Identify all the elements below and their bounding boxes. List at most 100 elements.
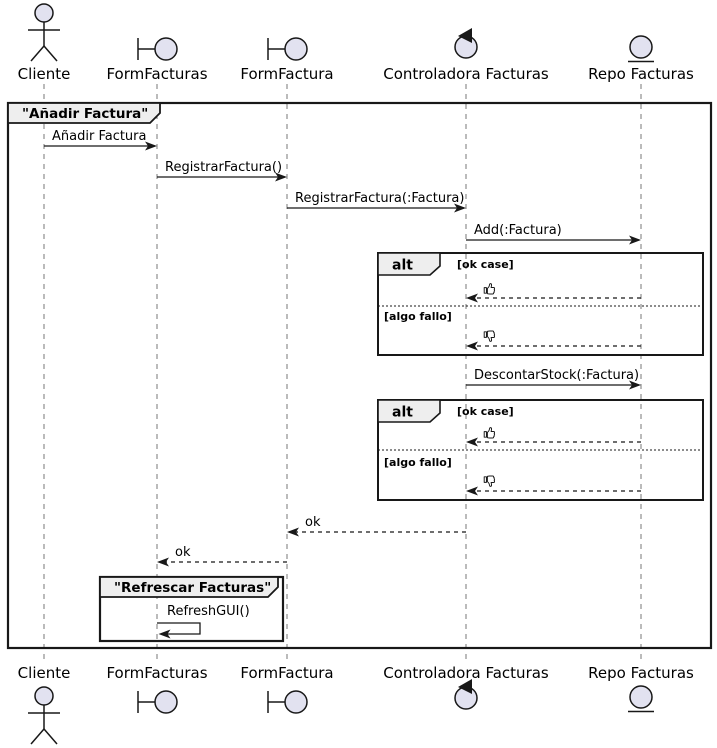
message-11: ok <box>157 545 287 567</box>
thumbs-down-icon <box>483 475 496 487</box>
message-label: ok <box>175 545 191 560</box>
entity-icon <box>628 685 654 713</box>
arrowhead-icon <box>275 172 287 182</box>
participant-label-form-facturas: FormFacturas <box>106 664 207 682</box>
arrowhead-icon <box>629 235 641 245</box>
control-arrow <box>458 679 472 694</box>
participant-bottom-cliente: Cliente <box>18 664 71 745</box>
message-8 <box>466 427 641 447</box>
boundary-icon <box>137 37 178 61</box>
arrowhead-icon <box>466 293 478 303</box>
boundary-circle <box>284 690 308 714</box>
thumbs-up-path <box>483 283 496 295</box>
boundary-circle <box>284 37 308 61</box>
message-9 <box>466 475 641 496</box>
frame-anadir-factura: "Añadir Factura" <box>6 101 713 650</box>
frame-border <box>6 101 713 650</box>
participant-label-cliente: Cliente <box>18 65 71 83</box>
frame-title: "Añadir Factura" <box>22 106 148 122</box>
participant-bottom-form-facturas: FormFacturas <box>106 664 208 714</box>
guard-label: [algo fallo] <box>384 456 452 469</box>
guard-label: [ok case] <box>457 405 514 418</box>
message-3: RegistrarFactura(:Factura) <box>287 191 466 213</box>
arrowhead-icon <box>158 629 171 639</box>
participant-label-form-facturas: FormFacturas <box>106 65 207 83</box>
participant-bottom-repo-facturas: Repo Facturas <box>588 664 694 713</box>
arrowhead-icon <box>454 203 466 213</box>
message-7: DescontarStock(:Factura) <box>466 368 641 390</box>
entity-icon <box>628 35 654 63</box>
message-label: Add(:Factura) <box>474 223 562 238</box>
frame-title-tab <box>99 576 279 598</box>
actor-leg-left <box>30 728 45 745</box>
boundary-icon <box>267 690 308 714</box>
message-4: Add(:Factura) <box>466 223 641 245</box>
control-arrow <box>458 28 472 43</box>
fragment-operator-tab <box>377 252 441 276</box>
boundary-circle <box>154 37 178 61</box>
message-6 <box>466 330 641 351</box>
actor-leg-right <box>43 45 58 62</box>
participant-top-cliente: Cliente <box>18 3 71 83</box>
fragment-border <box>377 252 704 356</box>
arrowhead-icon <box>157 557 169 567</box>
message-12: RefreshGUI() <box>157 604 250 639</box>
actor-leg-left <box>30 45 45 62</box>
message-10: ok <box>287 515 466 537</box>
fragment-operator-label: alt <box>392 258 413 274</box>
participant-top-form-facturas: FormFacturas <box>106 37 208 83</box>
participant-top-form-factura: FormFactura <box>240 37 334 83</box>
frame-title: "Refrescar Facturas" <box>114 580 271 596</box>
participant-label-repo-facturas: Repo Facturas <box>588 664 694 682</box>
actor-leg-right <box>43 728 58 745</box>
message-label: DescontarStock(:Factura) <box>474 368 639 383</box>
alt-fragment: alt [ok case] [algo fallo] <box>377 399 704 501</box>
entity-circle <box>629 35 653 59</box>
guard-label: [algo fallo] <box>384 310 452 323</box>
thumbs-down-icon <box>483 330 496 342</box>
participant-label-controladora-facturas: Controladora Facturas <box>383 664 549 682</box>
thumbs-down-path <box>483 475 496 487</box>
arrowhead-icon <box>629 380 641 390</box>
actor-icon <box>28 3 60 62</box>
arrowhead-icon <box>287 527 299 537</box>
boundary-icon <box>137 690 178 714</box>
participant-label-form-factura: FormFactura <box>240 664 333 682</box>
self-message-line <box>157 622 201 635</box>
message-label: Añadir Factura <box>52 129 147 144</box>
participant-label-cliente: Cliente <box>18 664 71 682</box>
thumbs-up-path <box>483 427 496 439</box>
guard-label: [ok case] <box>457 258 514 271</box>
thumbs-down-path <box>483 330 496 342</box>
actor-head <box>34 686 54 706</box>
message-label: RefreshGUI() <box>167 604 250 619</box>
participant-label-repo-facturas: Repo Facturas <box>588 65 694 83</box>
control-icon <box>454 28 478 59</box>
message-5 <box>466 283 641 303</box>
frame-refrescar-facturas: "Refrescar Facturas" <box>98 575 285 643</box>
fragment-operator-label: alt <box>392 405 413 421</box>
participant-bottom-controladora-facturas: Controladora Facturas <box>383 664 549 710</box>
arrowhead-icon <box>145 141 157 151</box>
participant-label-controladora-facturas: Controladora Facturas <box>383 65 549 83</box>
alt-fragment: alt [ok case] [algo fallo] <box>377 252 704 356</box>
participant-bottom-form-factura: FormFactura <box>240 664 334 714</box>
message-label: RegistrarFactura() <box>165 160 282 175</box>
thumbs-up-icon <box>483 427 496 439</box>
arrowhead-icon <box>466 486 478 496</box>
participant-top-controladora-facturas: Controladora Facturas <box>383 28 549 83</box>
actor-icon <box>28 686 60 745</box>
message-1: Añadir Factura <box>44 129 157 151</box>
message-2: RegistrarFactura() <box>157 160 287 182</box>
boundary-circle <box>154 690 178 714</box>
control-icon <box>454 679 478 710</box>
boundary-icon <box>267 37 308 61</box>
fragment-operator-tab <box>377 399 441 423</box>
arrowhead-icon <box>466 437 478 447</box>
entity-circle <box>629 685 653 709</box>
participant-label-form-factura: FormFactura <box>240 65 333 83</box>
message-label: ok <box>305 515 321 530</box>
